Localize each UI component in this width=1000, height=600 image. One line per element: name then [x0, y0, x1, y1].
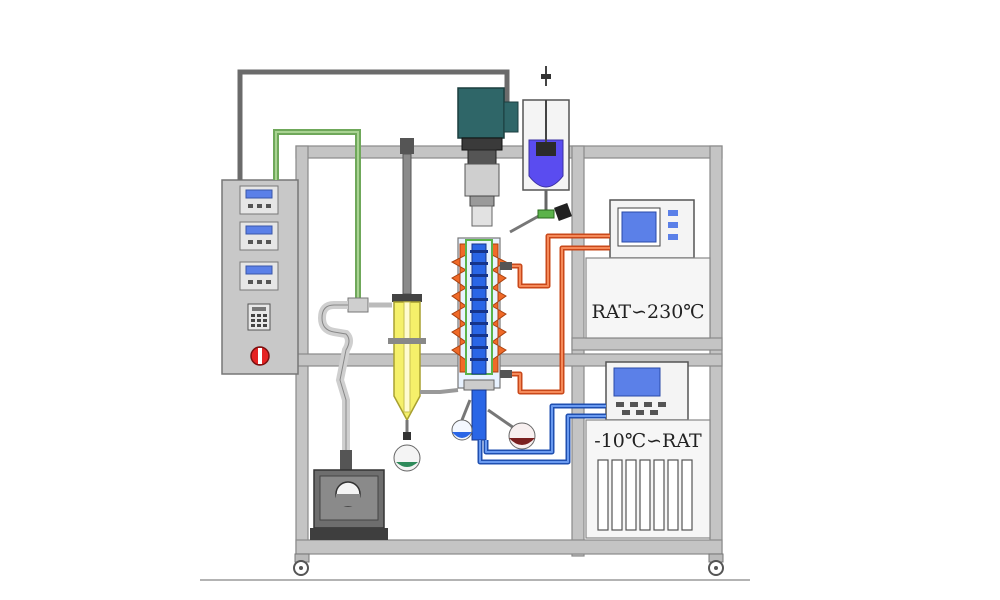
motor-icon	[457, 87, 519, 227]
evaporator-column	[450, 237, 512, 441]
chiller-unit	[585, 361, 711, 539]
knob-icon	[250, 346, 270, 366]
heating-oil-lines	[512, 233, 610, 395]
feed-funnel	[509, 66, 572, 234]
vacuum-pump-icon	[310, 450, 388, 540]
caster-wheel-icon	[293, 553, 724, 576]
vacuum-piping	[317, 297, 392, 450]
heater-range-label: RAT∽230℃	[591, 301, 704, 323]
coolant-lines	[477, 403, 606, 465]
residue-flask	[451, 399, 473, 441]
support-rod	[400, 138, 414, 295]
power-cable	[237, 69, 510, 180]
chiller-range-label: -10℃∽RAT	[594, 430, 702, 452]
product-flask-dark	[487, 408, 536, 450]
keypad-icon	[247, 303, 271, 331]
heater-unit	[585, 199, 711, 339]
cold-trap	[388, 294, 459, 472]
control-cabinet	[221, 179, 299, 375]
